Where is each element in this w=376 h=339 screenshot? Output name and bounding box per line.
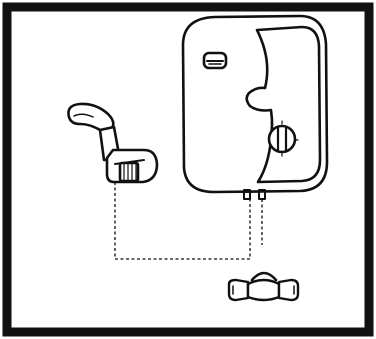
hose-line <box>114 182 251 260</box>
brand-badge <box>202 51 228 70</box>
temperature-dial-icon <box>267 120 299 157</box>
shower-head-icon <box>67 102 159 184</box>
connection-lines <box>114 182 263 260</box>
valve-icon <box>227 271 300 302</box>
heater-outlet-left <box>243 189 251 200</box>
water-heater-icon <box>181 14 329 200</box>
